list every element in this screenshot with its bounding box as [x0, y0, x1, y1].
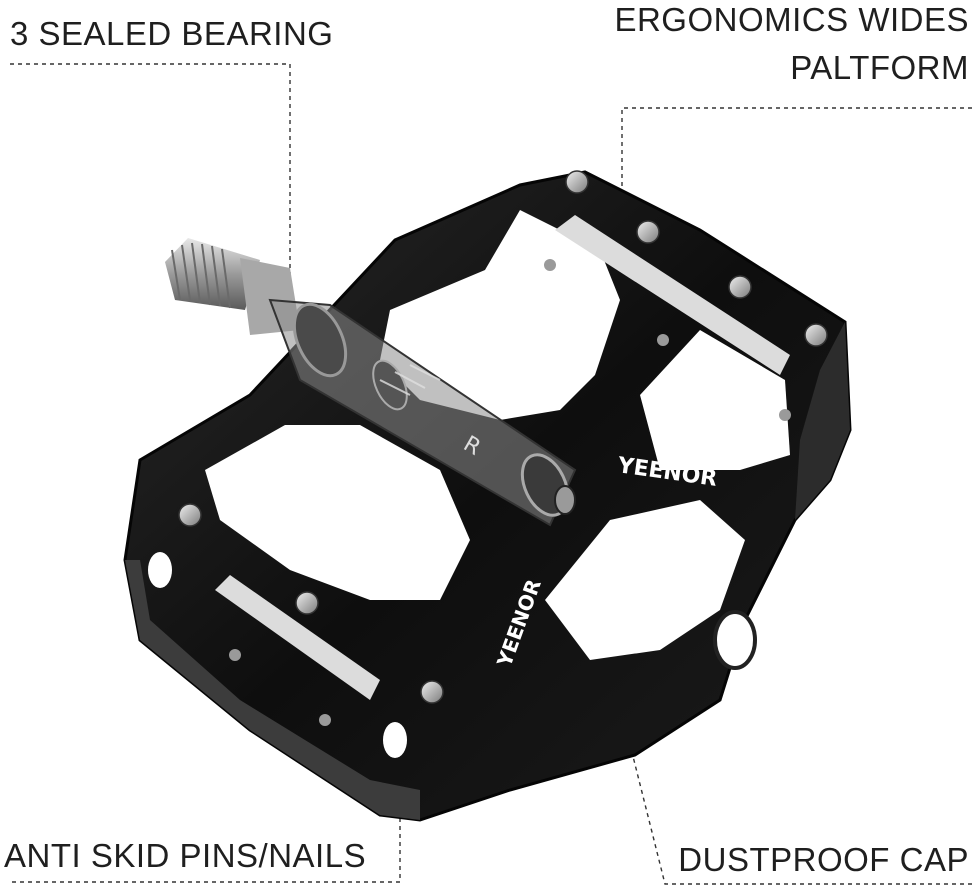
pin-small: [779, 409, 791, 421]
pin: [636, 220, 660, 244]
callout-anti-skid-pins: ANTI SKID PINS/NAILS: [4, 837, 367, 874]
pin-small: [319, 714, 331, 726]
pin: [728, 275, 752, 299]
side-hole-right: [713, 610, 757, 670]
callout-sealed-bearing: 3 SEALED BEARING: [10, 15, 334, 52]
callout-platform-line2: PALTFORM: [790, 49, 969, 86]
pin-small: [657, 334, 669, 346]
pedal-side-edge: [125, 560, 420, 820]
side-hole-left: [148, 552, 172, 588]
front-rail-slot: [215, 575, 380, 700]
pedal-platform: [123, 170, 852, 822]
pin: [178, 503, 202, 527]
pin-small: [229, 649, 241, 661]
pin: [420, 680, 444, 704]
platform-cutout-left: [205, 425, 470, 600]
pin-small: [544, 259, 556, 271]
bearing-1: [292, 302, 348, 378]
pedal-axle: R: [165, 238, 577, 527]
pedal-body: [123, 170, 852, 822]
callout-dustproof-cap: DUSTPROOF CAP: [678, 841, 969, 878]
pedal-right-edge: [795, 322, 850, 520]
leader-platform: [621, 107, 972, 200]
callout-platform-line1: ERGONOMICS WIDES: [614, 1, 969, 38]
anti-skid-pins: [178, 170, 828, 726]
dust-cap: [554, 485, 576, 515]
platform-cutout-bottom: [545, 500, 745, 660]
platform-cutout-right: [640, 330, 790, 470]
rear-rail-slot: [555, 215, 790, 375]
leader-sealed-bearing: [10, 63, 291, 330]
platform-cutout-top: [380, 210, 620, 420]
pin: [804, 323, 828, 347]
side-hole-front: [383, 722, 407, 758]
pin: [565, 170, 589, 194]
pin: [295, 591, 319, 615]
